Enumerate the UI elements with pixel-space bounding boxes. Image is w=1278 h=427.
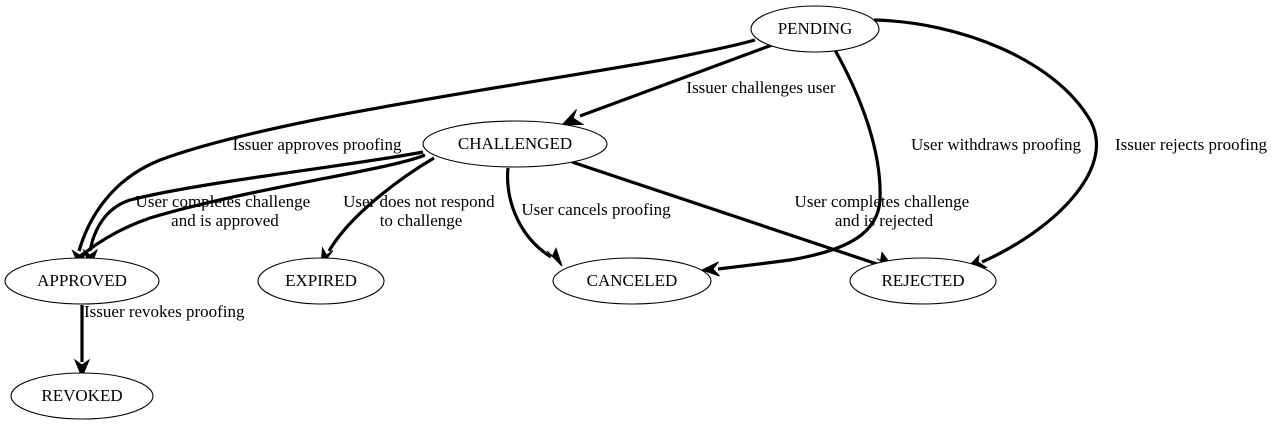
edge-path-pending-rejected — [873, 18, 1098, 264]
node-approved-label: APPROVED — [37, 271, 127, 290]
edge-label-challenged-rejected: User completes challenge and is rejected — [795, 192, 974, 230]
node-challenged-label: CHALLENGED — [458, 134, 572, 153]
arrowhead-pending-canceled — [700, 261, 720, 277]
edge-pending-to-challenged: Issuer challenges user — [560, 43, 836, 126]
node-expired-label: EXPIRED — [285, 271, 357, 290]
edge-challenged-to-approved: Issuer approves proofing — [82, 135, 424, 269]
edge-challenged-to-rejected: User completes challenge and is rejected — [571, 160, 974, 271]
node-challenged[interactable]: CHALLENGED — [422, 120, 608, 168]
edge-path-pending-canceled — [717, 49, 882, 271]
node-revoked-label: REVOKED — [41, 386, 122, 405]
edge-path-challenged-approved-completed — [85, 153, 426, 254]
edge-path-challenged-expired — [327, 156, 435, 252]
node-rejected-shape[interactable] — [849, 257, 997, 305]
edge-label-pending-challenged: Issuer challenges user — [686, 78, 836, 97]
arrowhead-pending-challenged — [560, 109, 585, 126]
node-canceled-label: CANCELED — [587, 271, 678, 290]
node-canceled-shape[interactable] — [552, 257, 712, 305]
edge-challenged-to-canceled: User cancels proofing — [505, 167, 671, 267]
node-canceled[interactable]: CANCELED — [552, 257, 712, 305]
edge-label-pending-canceled: User withdraws proofing — [911, 135, 1081, 154]
node-pending-shape[interactable] — [750, 5, 880, 53]
node-rejected[interactable]: REJECTED — [849, 257, 997, 305]
node-pending[interactable]: PENDING — [750, 5, 880, 53]
node-challenged-shape[interactable] — [422, 120, 608, 168]
edge-approved-to-revoked: Issuer revokes proofing — [73, 302, 245, 379]
edge-path-pending-approved — [77, 38, 756, 252]
node-expired-shape[interactable] — [257, 257, 385, 305]
node-approved-shape[interactable] — [4, 257, 160, 305]
node-expired[interactable]: EXPIRED — [257, 257, 385, 305]
edge-path-pending-challenged — [579, 43, 773, 118]
edge-path-challenged-canceled — [505, 167, 552, 259]
edge-label-challenged-approved: Issuer approves proofing — [232, 135, 402, 154]
edge-challenged-to-expired: User does not respond to challenge — [320, 156, 499, 268]
node-rejected-label: REJECTED — [881, 271, 964, 290]
node-pending-label: PENDING — [778, 19, 853, 38]
node-approved[interactable]: APPROVED — [4, 257, 160, 305]
edge-label-challenged-expired: User does not respond to challenge — [343, 192, 499, 230]
node-revoked-shape[interactable] — [10, 372, 154, 420]
edge-path-challenged-rejected — [571, 160, 881, 267]
edge-challenged-to-approved-completed: User completes challenge and is approved — [85, 153, 426, 254]
edge-label-challenged-canceled: User cancels proofing — [521, 200, 671, 219]
edge-label-challenged-approved-completed: User completes challenge and is approved — [136, 192, 315, 230]
edge-path-challenged-approved — [88, 150, 424, 252]
arrowhead-challenged-canceled — [546, 247, 563, 267]
node-revoked[interactable]: REVOKED — [10, 372, 154, 420]
arrowhead-approved-revoked — [73, 358, 91, 379]
edge-label-approved-revoked: Issuer revokes proofing — [84, 302, 245, 321]
edge-label-pending-rejected: Issuer rejects proofing — [1115, 135, 1268, 154]
edge-pending-to-canceled: User withdraws proofing — [700, 49, 1081, 277]
